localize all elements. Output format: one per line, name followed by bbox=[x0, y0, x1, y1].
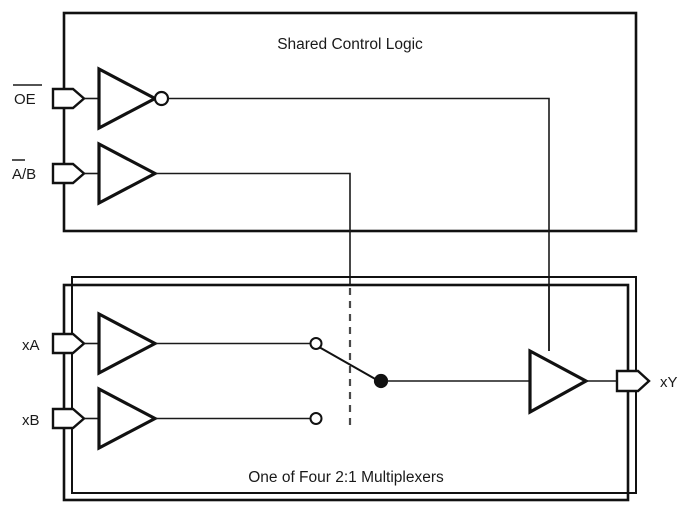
input-pin-ab[interactable] bbox=[51, 162, 86, 185]
shared-control-logic-title: Shared Control Logic bbox=[277, 36, 423, 53]
input-label-xa: xA bbox=[22, 337, 40, 354]
output-pin-xy[interactable] bbox=[615, 369, 651, 393]
input-pin-xb[interactable] bbox=[51, 407, 86, 430]
oe-inverter bbox=[97, 66, 170, 131]
input-label-oe: OE bbox=[13, 84, 42, 108]
switch-contact-xa[interactable] bbox=[309, 337, 323, 350]
switch-contact-xb[interactable] bbox=[309, 412, 323, 425]
multiplexer-box bbox=[62, 283, 630, 502]
wire-oe-control bbox=[168, 97, 550, 351]
ab-buffer bbox=[97, 141, 159, 206]
xa-buffer bbox=[97, 311, 159, 376]
switch-common-node[interactable] bbox=[373, 373, 389, 389]
input-label-ab: A/B bbox=[12, 159, 36, 183]
input-pin-xa[interactable] bbox=[51, 332, 86, 355]
switch-arm[interactable] bbox=[318, 346, 378, 381]
oe-inverter-bubble bbox=[153, 90, 170, 107]
xb-buffer bbox=[97, 386, 159, 451]
multiplexer-title: One of Four 2:1 Multiplexers bbox=[248, 469, 444, 486]
input-label-ab-text: A/B bbox=[12, 166, 36, 183]
input-pin-oe[interactable] bbox=[51, 87, 86, 110]
output-label-xy: xY bbox=[660, 374, 678, 391]
input-label-oe-text: OE bbox=[14, 91, 36, 108]
output-buffer bbox=[528, 348, 590, 415]
input-label-xb: xB bbox=[22, 412, 40, 429]
wire-ab-select bbox=[155, 172, 351, 285]
